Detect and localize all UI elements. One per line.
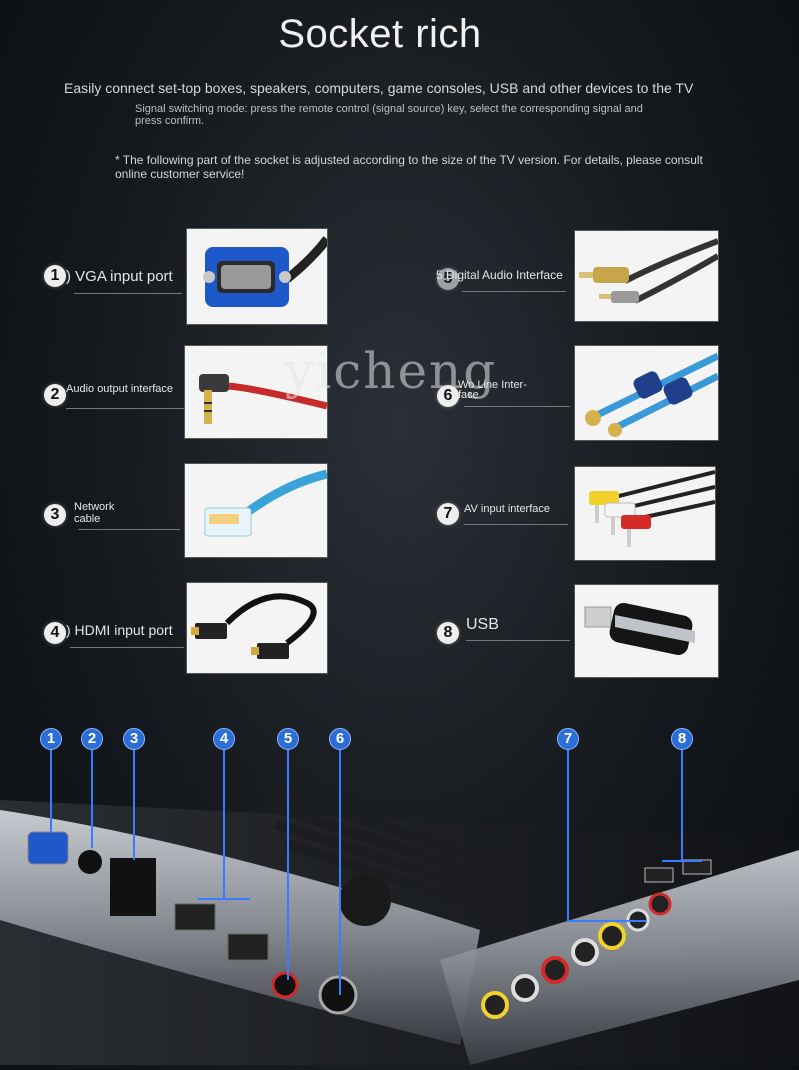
underline <box>74 293 182 294</box>
av-cable-photo <box>574 466 716 561</box>
port-label: 5 Digital Audio Interface <box>436 268 563 282</box>
port-label-line2: face <box>458 389 479 401</box>
leader-line <box>198 898 250 900</box>
number-badge: 3 <box>44 504 66 526</box>
tv-marker-7: 7 <box>557 728 579 750</box>
leader-line <box>567 920 647 922</box>
underline <box>466 640 570 641</box>
leader-line <box>287 750 289 980</box>
audio-cable-photo <box>184 345 328 439</box>
page-title: Socket rich <box>278 12 482 56</box>
leader-line <box>662 860 702 862</box>
port-label-line2: cable <box>74 513 101 525</box>
subtitle: Easily connect set-top boxes, speakers, … <box>64 80 694 96</box>
signal-note: Signal switching mode: press the remote … <box>135 103 643 127</box>
vga-cable-photo <box>186 228 328 325</box>
tv-marker-8: 8 <box>671 728 693 750</box>
tv-marker-6: 6 <box>329 728 351 750</box>
number-badge: 8 <box>437 622 459 644</box>
port-label-line1: Wo Line Inter- <box>458 379 527 391</box>
number-badge: 1 <box>44 265 66 287</box>
underline <box>462 291 566 292</box>
coax-cable-photo <box>574 345 719 441</box>
port-label: ) VGA input port <box>66 268 173 285</box>
leader-line <box>91 750 93 848</box>
leader-line <box>133 750 135 860</box>
port-label: Audio output interface <box>66 383 174 395</box>
underline <box>66 408 184 409</box>
port-label: ) HDMI input port <box>66 622 173 638</box>
leader-line <box>223 750 225 900</box>
number-badge: 7 <box>437 503 459 525</box>
tv-marker-5: 5 <box>277 728 299 750</box>
underline <box>70 647 184 648</box>
port-label: USB <box>466 616 499 633</box>
disclaimer-note: * The following part of the socket is ad… <box>115 153 703 181</box>
tv-marker-2: 2 <box>81 728 103 750</box>
number-badge: 5 <box>437 268 459 290</box>
tv-marker-4: 4 <box>213 728 235 750</box>
ethernet-cable-photo <box>184 463 328 558</box>
leader-line <box>681 750 683 862</box>
port-label: AV input interface <box>464 503 551 515</box>
leader-line <box>567 750 569 922</box>
number-badge: 4 <box>44 622 66 644</box>
underline <box>464 524 568 525</box>
underline <box>78 529 180 530</box>
number-badge: 2 <box>44 384 66 406</box>
tv-marker-1: 1 <box>40 728 62 750</box>
leader-line <box>339 750 341 995</box>
number-badge: 6 <box>437 385 459 407</box>
port-label-line1: Network <box>74 501 115 513</box>
underline <box>464 406 570 407</box>
leader-line <box>50 750 52 832</box>
tv-marker-3: 3 <box>123 728 145 750</box>
watermark: yicheng <box>285 342 498 400</box>
digital-audio-cable-photo <box>574 230 719 322</box>
hdmi-cable-photo <box>186 582 328 674</box>
usb-drive-photo <box>574 584 719 678</box>
tv-panel-illustration <box>0 780 799 1065</box>
